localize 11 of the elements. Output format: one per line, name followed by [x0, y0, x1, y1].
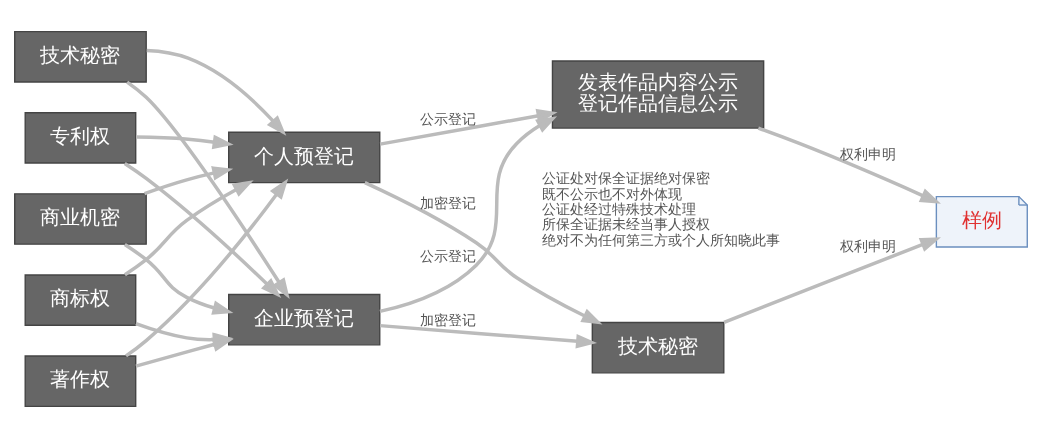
node-label: 绝对不为任何第三方或个人所知晓此事 [541, 231, 780, 248]
node-label: 所保全证据未经当事人授权 [541, 215, 710, 232]
node-label: 既不公示也不对外体现 [541, 185, 682, 202]
edge-label: 加密登记 [420, 194, 477, 211]
node-label: 公证处对保全证据绝对保密 [541, 169, 710, 186]
edge-label: 权利申明 [839, 145, 896, 162]
edge-label: 加密登记 [420, 311, 477, 328]
edge-label: 权利申明 [839, 237, 896, 254]
edge-label: 公示登记 [420, 110, 477, 127]
node-label: 公证处经过特殊技术处理 [541, 200, 696, 217]
edge-label: 公示登记 [420, 247, 477, 264]
